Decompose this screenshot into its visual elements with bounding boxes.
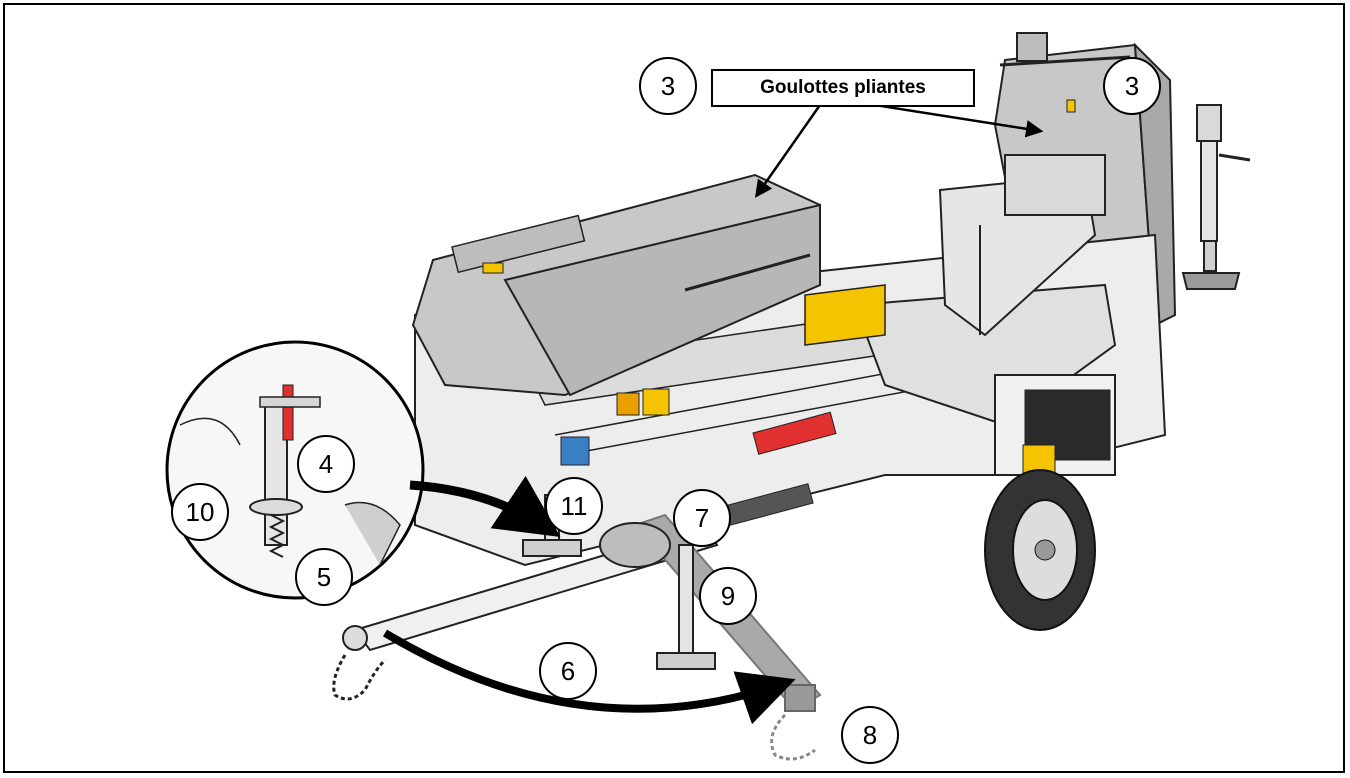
pivot-plate <box>599 522 671 568</box>
detail-zoom <box>165 340 425 600</box>
callout-10: 10 <box>171 483 229 541</box>
leader-lines <box>382 103 1044 725</box>
wheel <box>984 469 1096 631</box>
callout-3-left: 3 <box>639 57 697 115</box>
callout-3-right: 3 <box>1103 57 1161 115</box>
callout-9: 9 <box>699 567 757 625</box>
callout-4: 4 <box>297 435 355 493</box>
jack-stand <box>1181 104 1251 290</box>
main-frame <box>411 154 1167 567</box>
callout-6: 6 <box>539 642 597 700</box>
callout-11: 11 <box>545 477 603 535</box>
machine-illustration <box>165 32 1251 761</box>
callout-7: 7 <box>673 489 731 547</box>
callout-5: 5 <box>295 548 353 606</box>
folding-chutes-label: Goulottes pliantes <box>711 69 975 107</box>
callout-8: 8 <box>841 706 899 764</box>
diagram-frame: Goulottes pliantes 3 3 4 10 5 11 7 9 6 8 <box>3 3 1345 773</box>
